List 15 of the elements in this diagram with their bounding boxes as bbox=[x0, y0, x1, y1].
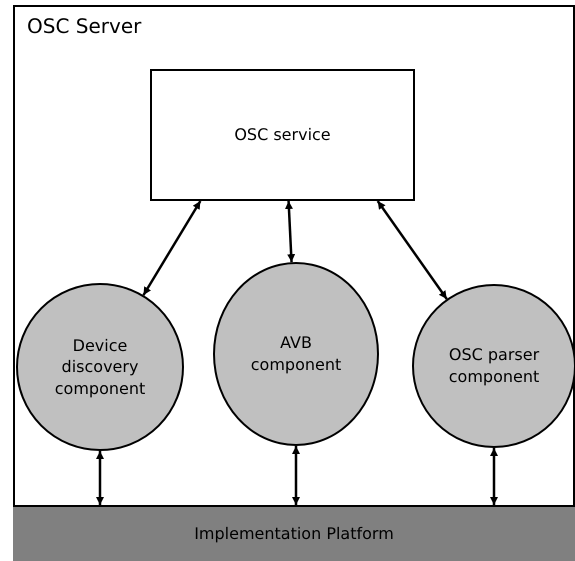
service-box bbox=[150, 69, 415, 201]
double-arrow bbox=[142, 200, 202, 296]
double-arrow bbox=[284, 200, 296, 262]
server-frame bbox=[13, 5, 575, 561]
platform-band bbox=[13, 505, 575, 561]
node-label: Device discovery component bbox=[54, 334, 146, 400]
double-arrow bbox=[96, 451, 104, 505]
double-arrow bbox=[292, 446, 300, 505]
node-label: AVB component bbox=[250, 332, 342, 376]
node-label: OSC parser component bbox=[448, 344, 540, 388]
node-label: Implementation Platform bbox=[194, 523, 394, 545]
frame-title: OSC Server bbox=[27, 13, 142, 40]
double-arrow bbox=[490, 448, 498, 505]
double-arrow bbox=[376, 200, 448, 300]
node-label: OSC service bbox=[234, 124, 331, 146]
